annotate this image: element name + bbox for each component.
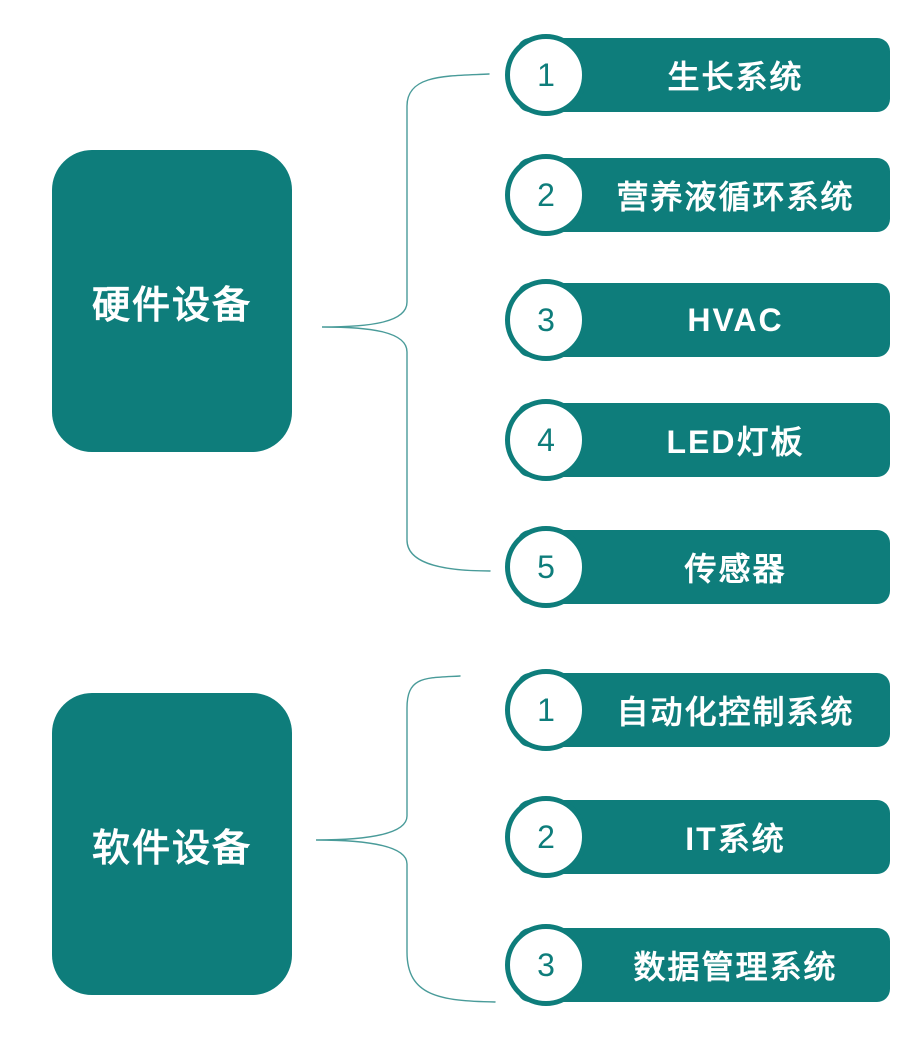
- item-number: 2: [537, 819, 555, 855]
- item-label: IT系统: [685, 821, 786, 857]
- item-number: 4: [537, 422, 555, 458]
- item-number: 1: [537, 57, 555, 93]
- item-label: 传感器: [684, 551, 787, 587]
- item-number-badge: 3: [505, 279, 587, 361]
- item-number: 3: [537, 302, 555, 338]
- item-number: 3: [537, 947, 555, 983]
- item-label: HVAC: [687, 301, 784, 338]
- item-number-badge: 1: [505, 669, 587, 751]
- item-label: 生长系统: [667, 59, 804, 95]
- item-number-badge: 1: [505, 34, 587, 116]
- item-bar-hardware-1: 1 生长系统: [505, 34, 890, 116]
- item-number: 5: [537, 549, 555, 585]
- item-number: 1: [537, 692, 555, 728]
- item-bar-software-3: 3 数据管理系统: [505, 924, 890, 1006]
- item-number-badge: 5: [505, 526, 587, 608]
- item-number-badge: 2: [505, 796, 587, 878]
- category-box-software: 软件设备: [52, 693, 292, 995]
- item-number-badge: 3: [505, 924, 587, 1006]
- item-bar-software-1: 1 自动化控制系统: [505, 669, 890, 751]
- item-number-badge: 2: [505, 154, 587, 236]
- item-label: 营养液循环系统: [616, 179, 855, 215]
- item-label: 数据管理系统: [633, 949, 838, 985]
- hardware-brace: [321, 73, 491, 572]
- software-brace: [315, 675, 496, 1003]
- item-bar-hardware-2: 2 营养液循环系统: [505, 154, 890, 236]
- item-label: 自动化控制系统: [616, 694, 855, 730]
- category-label-software: 软件设备: [91, 827, 252, 870]
- item-number-badge: 4: [505, 399, 587, 481]
- category-label-hardware: 硬件设备: [91, 284, 252, 327]
- category-box-hardware: 硬件设备: [52, 150, 292, 452]
- item-number: 2: [537, 177, 555, 213]
- item-bar-hardware-3: 3 HVAC: [505, 279, 890, 361]
- item-bar-hardware-5: 5 传感器: [505, 526, 890, 608]
- item-bar-software-2: 2 IT系统: [505, 796, 890, 878]
- item-label: LED灯板: [666, 424, 805, 460]
- item-bar-hardware-4: 4 LED灯板: [505, 399, 890, 481]
